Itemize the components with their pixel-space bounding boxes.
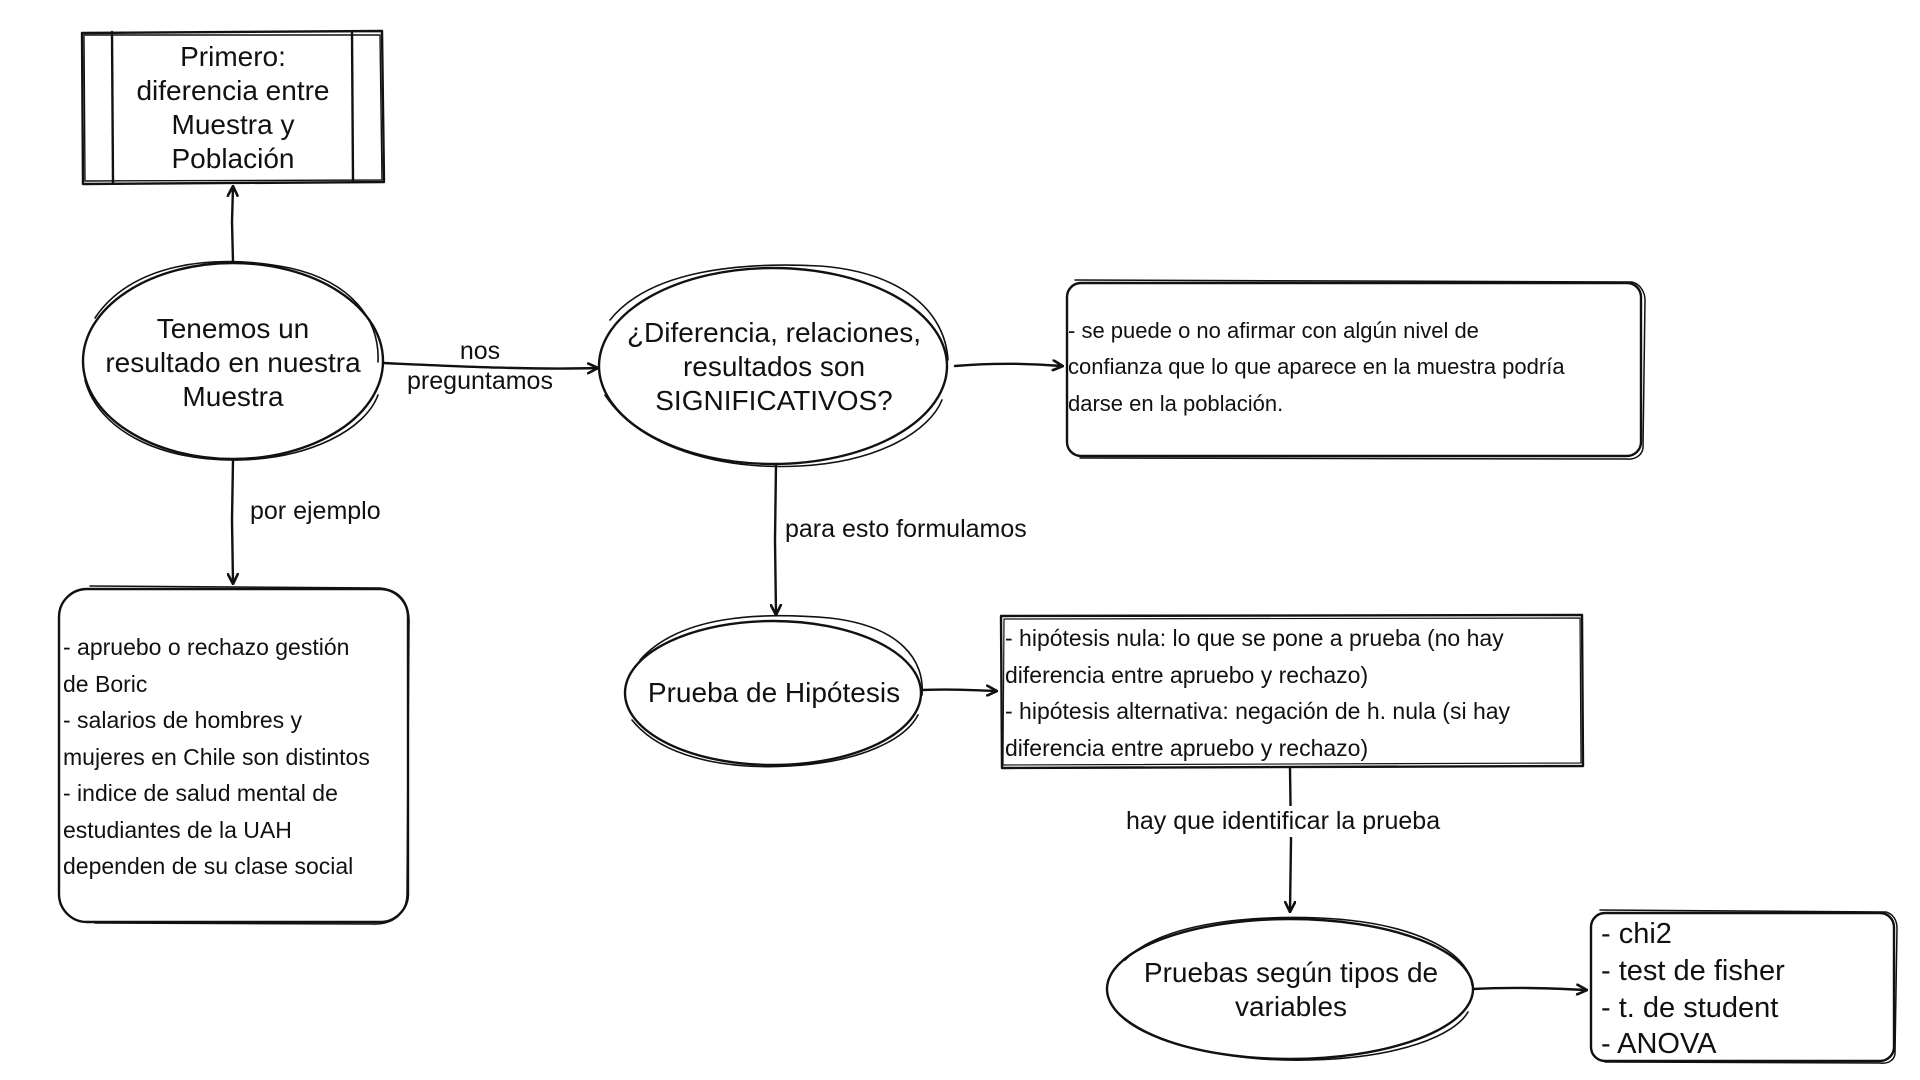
edge-question-to-hypothesis-test	[775, 462, 776, 614]
edge-tests-by-type-to-list	[1471, 988, 1586, 990]
result-node-line: Muestra	[182, 381, 284, 413]
tests-by-type-node-line: Pruebas según tipos de	[1143, 956, 1439, 988]
edge-label-hay-que: hay que identificar la prueba	[1122, 806, 1445, 837]
first-box-shape	[80, 29, 386, 186]
first-node-line: Muestra y	[171, 109, 295, 140]
examples-node-label: - apruebo o rechazo gestión de Boric - s…	[63, 629, 408, 885]
tests-by-type-node-line: variables	[1234, 991, 1348, 1022]
hypotheses-node-line: diferencia entre apruebo y rechazo)	[1005, 734, 1369, 761]
question-node-line: ¿Diferencia, relaciones,	[626, 316, 922, 348]
result-node-line: Tenemos un	[156, 312, 310, 344]
tests-list-item: - ANOVA	[1601, 1028, 1717, 1061]
edge-result-to-examples	[232, 458, 233, 583]
affirm-node-line: darse en la población.	[1068, 390, 1284, 416]
edge-question-to-affirm	[953, 364, 1062, 366]
edge-label-nos-preguntamos: nos preguntamos	[395, 333, 565, 399]
hypothesis-test-node-label: Prueba de Hipótesis	[628, 668, 920, 718]
edge-label-line: hay que identificar la prueba	[1126, 807, 1441, 835]
edge-label-line: por ejemplo	[250, 497, 381, 525]
hypotheses-node-label: - hipótesis nula: lo que se pone a prueb…	[1005, 620, 1580, 766]
edge-hypotheses-to-tests-by-type	[1290, 766, 1291, 911]
result-node-label: Tenemos un resultado en nuestra Muestra	[88, 300, 378, 426]
question-node-line: SIGNIFICATIVOS?	[655, 385, 893, 417]
hypothesis-test-ellipse-shape	[623, 614, 923, 768]
edge-label-line: nos	[459, 336, 501, 365]
tests-by-type-node-label: Pruebas según tipos de variables	[1110, 950, 1472, 1030]
edge-label-line: para esto formulamos	[785, 515, 1027, 543]
first-node-line: Primero:	[180, 40, 286, 72]
affirm-box-shape	[1065, 279, 1646, 460]
edge-result-to-question	[381, 361, 597, 369]
question-ellipse-shape	[597, 264, 949, 468]
tests-list-item: - chi2	[1601, 918, 1672, 950]
examples-node-line: dependen de su clase social	[63, 853, 354, 879]
question-node-label: ¿Diferencia, relaciones, resultados son …	[598, 305, 950, 429]
affirm-node-line: - se puede o no afirmar con algún nivel …	[1068, 318, 1479, 343]
examples-node-line: - indice de salud mental de	[63, 780, 338, 806]
examples-node-line: estudiantes de la UAH	[63, 816, 292, 843]
first-node-line: diferencia entre	[136, 74, 330, 106]
first-node-line: Población	[171, 143, 295, 175]
tests-list-item: - test de fisher	[1601, 954, 1785, 987]
affirm-node-line: confianza que lo que aparece en la muest…	[1068, 354, 1565, 380]
examples-box-shape	[57, 585, 410, 925]
examples-node-line: - apruebo o rechazo gestión	[63, 634, 350, 660]
edge-hypothesis-test-to-hypotheses	[920, 690, 996, 691]
edge-label-line: preguntamos	[407, 367, 553, 395]
tests-list-item: - t. de student	[1601, 991, 1779, 1024]
affirm-node-label: - se puede o no afirmar con algún nivel …	[1068, 313, 1640, 422]
tests-list-box-shape	[1589, 909, 1898, 1064]
edge-result-to-first	[232, 187, 233, 264]
edge-label-para-esto: para esto formulamos	[785, 514, 1027, 545]
edge-label-por-ejemplo: por ejemplo	[250, 496, 381, 527]
hypotheses-node-line: - hipótesis alternativa: negación de h. …	[1005, 698, 1511, 724]
hypothesis-test-node-line: Prueba de Hipótesis	[647, 676, 901, 708]
first-node-label: Primero: diferencia entre Muestra y Pobl…	[114, 33, 352, 183]
result-node-line: resultado en nuestra	[105, 346, 361, 378]
tests-list-node-label: - chi2 - test de fisher - t. de student …	[1601, 916, 1891, 1063]
examples-node-line: - salarios de hombres y	[63, 707, 303, 733]
examples-node-line: mujeres en Chile son distintos	[63, 743, 370, 770]
hypotheses-node-line: diferencia entre apruebo y rechazo)	[1005, 661, 1369, 688]
examples-node-line: de Boric	[63, 670, 148, 697]
hypotheses-box-shape	[999, 613, 1585, 770]
hypotheses-node-line: - hipótesis nula: lo que se pone a prueb…	[1005, 625, 1504, 651]
question-node-line: resultados son	[682, 350, 866, 382]
